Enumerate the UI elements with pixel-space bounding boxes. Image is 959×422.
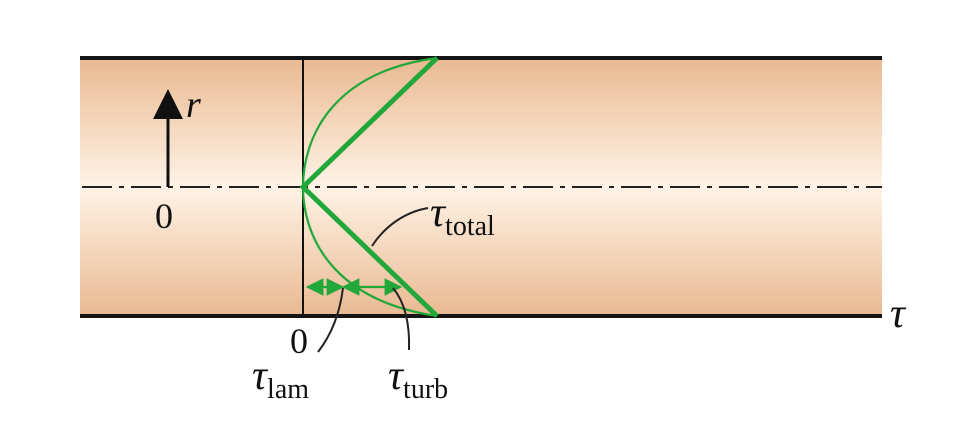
tau-turb-leader — [392, 287, 411, 351]
tau-lam-label: τlam — [252, 353, 309, 405]
tau-total-leader — [371, 207, 429, 247]
total-stress-line — [299, 56, 439, 318]
tau-axis-label: τ — [890, 291, 907, 337]
tau-total-label: τtotal — [430, 190, 495, 242]
origin-r-label: 0 — [155, 196, 173, 236]
r-axis-label: r — [186, 84, 201, 126]
tau-turb-label: τturb — [388, 353, 448, 405]
origin-tau-label: 0 — [290, 321, 308, 361]
tau-lam-leader — [317, 287, 344, 353]
